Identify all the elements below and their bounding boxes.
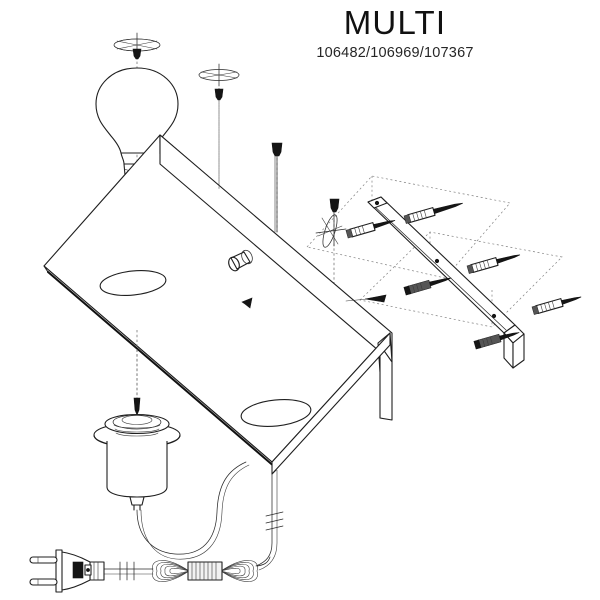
twist-washer-marker-right <box>315 214 347 248</box>
europlug-mains-plug <box>29 549 105 593</box>
direction-arrow-marker <box>345 294 387 303</box>
wall-anchor-with-screw <box>466 254 521 274</box>
bar-hole <box>434 258 440 264</box>
machine-screw <box>271 142 283 233</box>
cable-break-symbol <box>119 561 135 581</box>
cable-break-symbol <box>265 511 284 531</box>
lamp-socket-lower <box>93 330 181 511</box>
wall-anchor-with-screw <box>531 296 582 315</box>
coiled-cable-bundle <box>103 556 271 582</box>
machine-screw <box>329 198 340 247</box>
plate-hole-left <box>99 270 167 296</box>
wall-anchor-with-screw <box>345 220 396 239</box>
l-shaped-mounting-plate <box>43 134 393 475</box>
cylindrical-spacer <box>228 249 253 272</box>
bar-hole <box>491 313 497 319</box>
wall-anchor-with-screw <box>403 277 452 296</box>
insertion-arrow-marker <box>241 297 253 309</box>
wall-mounting-bar <box>367 196 525 369</box>
plate-hole-right <box>240 399 312 427</box>
twist-washer-marker-top <box>113 32 161 60</box>
wall-anchor-with-screw <box>403 202 463 224</box>
machine-screw <box>198 63 240 190</box>
power-cable <box>136 461 284 571</box>
wall-anchor-with-screw <box>473 332 520 350</box>
bar-hole <box>374 200 380 206</box>
